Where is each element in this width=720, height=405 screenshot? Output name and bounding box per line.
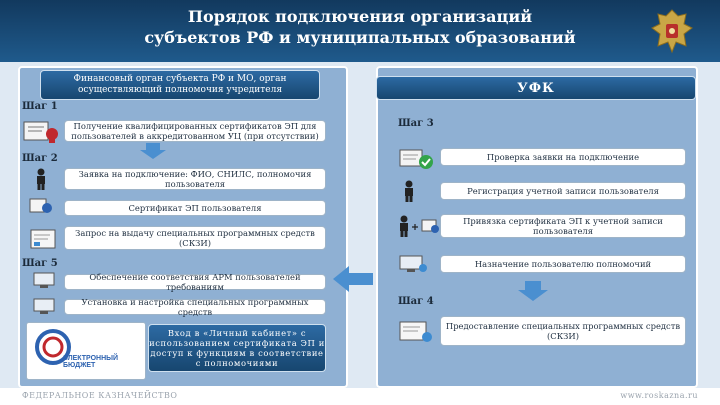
step-3-box-2: Регистрация учетной записи пользователя	[440, 182, 686, 200]
step-4-item-1: Предоставление специальных программных с…	[445, 321, 681, 341]
arrow-down-icon	[140, 143, 166, 159]
step-2-box-1: Заявка на подключение: ФИО, СНИЛС, полно…	[64, 168, 326, 190]
step-3-box-4: Назначение пользователю полномочий	[440, 255, 686, 273]
logo-swirl-icon	[35, 329, 71, 365]
emblem-icon	[651, 9, 693, 54]
left-header: Финансовый орган субъекта РФ и МО, орган…	[40, 70, 320, 100]
document-icon	[399, 321, 432, 342]
step-3-item-3: Привязка сертификата ЭП к учетной записи…	[463, 216, 663, 236]
computer-icon	[399, 255, 427, 272]
slide-header: Порядок подключения организаций субъекто…	[0, 0, 720, 62]
certificate-icon	[29, 198, 52, 213]
step-2-item-1: Заявка на подключение: ФИО, СНИЛС, полно…	[78, 169, 312, 189]
step-1-text: Получение квалифицированных сертификатов…	[71, 121, 319, 141]
footer-right: www.roskazna.ru	[620, 391, 698, 400]
left-header-text: Финансовый орган субъекта РФ и МО, орган…	[73, 74, 287, 95]
computer-icon	[33, 298, 55, 314]
right-header: УФК	[376, 76, 696, 100]
step-2-box-2: Сертификат ЭП пользователя	[64, 200, 326, 216]
computer-icon	[33, 272, 55, 288]
person-icon	[405, 180, 413, 202]
title-line-1: Порядок подключения организаций	[187, 7, 533, 26]
step-2-item-3: Запрос на выдачу специальных программных…	[75, 228, 315, 248]
step-3-label: Шаг 3	[398, 118, 434, 129]
step-5-item-1: Обеспечение соответствия АРМ пользовател…	[89, 272, 301, 292]
slide-footer: ФЕДЕРАЛЬНОЕ КАЗНАЧЕЙСТВО www.roskazna.ru	[0, 388, 720, 405]
logo-text: ЭЛЕКТРОННЫЙ БЮДЖЕТ	[63, 355, 119, 369]
footer-left: ФЕДЕРАЛЬНОЕ КАЗНАЧЕЙСТВО	[22, 391, 178, 400]
person-plus-certificate-icon	[400, 215, 439, 237]
slide-title: Порядок подключения организаций субъекто…	[110, 6, 610, 48]
step-5-box-2: Установка и настройка специальных програ…	[64, 297, 326, 317]
step-5-item-2: Установка и настройка специальных програ…	[81, 297, 309, 317]
step-4-label: Шаг 4	[398, 296, 434, 307]
step-3-item-1: Проверка заявки на подключение	[486, 152, 640, 162]
step-4-box-1: Предоставление специальных программных с…	[440, 316, 686, 346]
step-1-label: Шаг 1	[22, 101, 58, 112]
certificate-icon	[23, 121, 58, 143]
right-header-text: УФК	[517, 80, 555, 96]
arrow-down-icon	[518, 281, 548, 301]
step-5-box-1: Обеспечение соответствия АРМ пользовател…	[64, 272, 326, 292]
step-3-box-3: Привязка сертификата ЭП к учетной записи…	[440, 214, 686, 238]
step-5-label: Шаг 5	[22, 258, 58, 269]
step-5-box-3: Вход в «Личный кабинет» с использованием…	[148, 324, 326, 372]
step-5-item-3: Вход в «Личный кабинет» с использованием…	[149, 328, 325, 368]
title-line-2: субъектов РФ и муниципальных образований	[144, 28, 576, 47]
step-2-label: Шаг 2	[22, 153, 58, 164]
step-2-item-2: Сертификат ЭП пользователя	[128, 203, 262, 213]
person-icon	[37, 168, 45, 190]
document-icon	[30, 229, 56, 249]
step-3-item-2: Регистрация учетной записи пользователя	[467, 186, 659, 196]
step-1-box: Получение квалифицированных сертификатов…	[64, 120, 326, 142]
step-2-box-3: Запрос на выдачу специальных программных…	[64, 226, 326, 250]
electronic-budget-logo: ЭЛЕКТРОННЫЙ БЮДЖЕТ	[26, 322, 146, 380]
step-3-item-4: Назначение пользователю полномочий	[474, 259, 652, 269]
arrow-left-icon	[333, 266, 373, 292]
checkmark-icon	[399, 149, 433, 169]
step-3-box-1: Проверка заявки на подключение	[440, 148, 686, 166]
